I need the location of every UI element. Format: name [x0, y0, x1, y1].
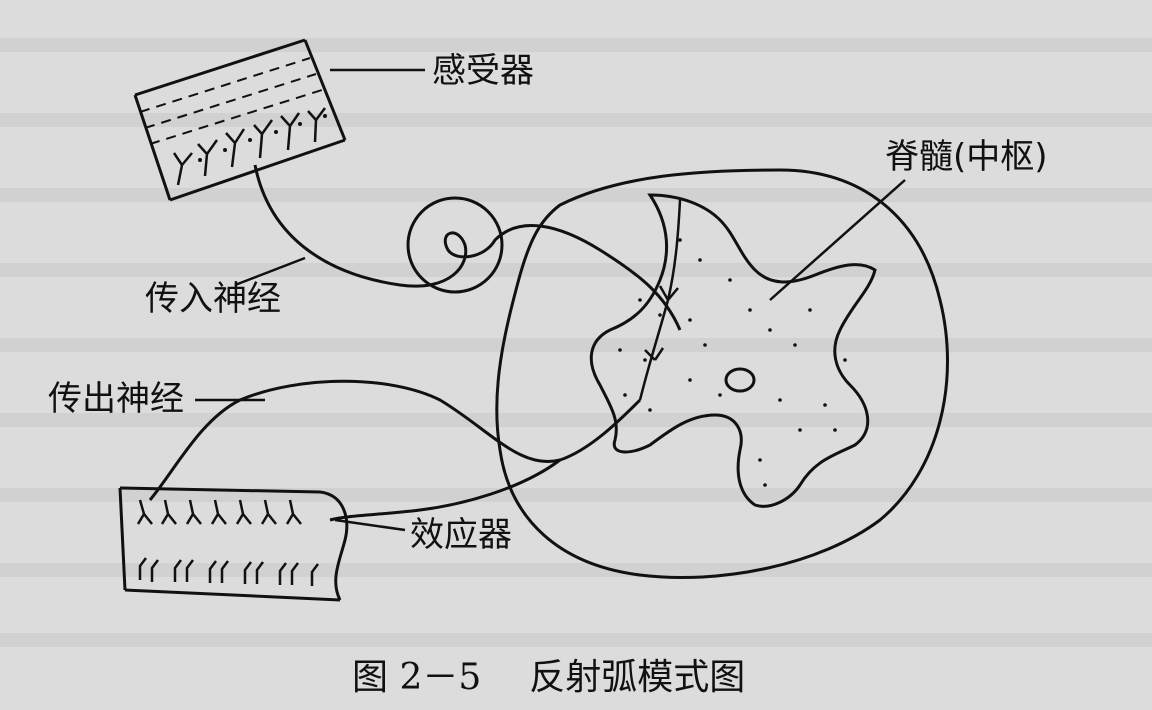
gray-matter-stipple [618, 238, 847, 487]
label-efferent-nerve: 传出神经 [48, 379, 184, 419]
leader-spinal-cord [769, 179, 906, 301]
efferent-nerve-branch [329, 458, 561, 522]
leader-afferent [234, 256, 306, 287]
leader-effector [334, 518, 406, 532]
gray-matter [589, 193, 877, 508]
effector-muscle [118, 486, 349, 602]
figure-number: 图 2－5 [352, 657, 482, 698]
label-effector: 效应器 [410, 515, 512, 555]
receptor-skin [133, 38, 347, 202]
background-text-lines [0, 38, 1152, 647]
dorsal-root-ganglion [406, 196, 504, 294]
figure-title: 反射弧模式图 [529, 657, 746, 698]
label-afferent-nerve: 传入神经 [145, 279, 281, 319]
figure-caption: 图 2－5 反射弧模式图 [352, 660, 745, 696]
afferent-nerve-fiber [253, 164, 682, 331]
efferent-nerve-fiber [148, 379, 642, 501]
label-spinal-cord: 脊髓(中枢) [885, 137, 1048, 177]
leader-lines [195, 68, 906, 532]
afferent-fiber-in-cord [638, 199, 682, 401]
spinal-cord-outline [495, 168, 949, 580]
central-canal [724, 367, 756, 393]
synapse-arrow [644, 285, 679, 361]
label-receptor: 感受器 [432, 51, 534, 91]
